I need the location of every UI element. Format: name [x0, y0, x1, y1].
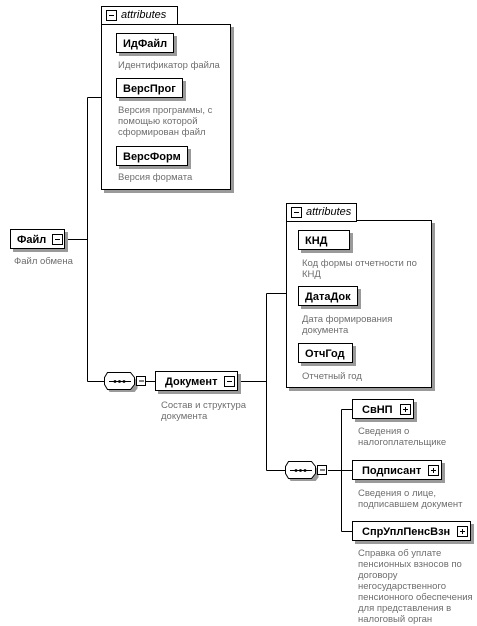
root-element-description: Файл обмена: [14, 256, 73, 267]
attribute-datadok-description: Дата формирования документа: [302, 314, 393, 336]
sequence-compositor-icon[interactable]: [285, 461, 329, 481]
element-svnp-description: Сведения о налогоплательщике: [358, 426, 447, 448]
collapse-icon[interactable]: [106, 10, 117, 21]
attribute-versprog-description: Версия программы, с помощью которой сфор…: [118, 105, 213, 138]
attribute-datadok[interactable]: ДатаДок: [298, 286, 358, 306]
collapse-icon[interactable]: [52, 234, 64, 245]
document-attributes-label[interactable]: attributes: [286, 203, 357, 222]
element-podpisant-description: Сведения о лице, подписавшем документ: [358, 488, 463, 510]
expand-icon[interactable]: [457, 526, 469, 537]
element-sprupl[interactable]: СпрУплПенсВзн: [352, 521, 472, 541]
attribute-idfile-description: Идентификатор файла: [118, 60, 220, 71]
attribute-idfile[interactable]: ИдФайл: [116, 33, 175, 53]
root-element-file[interactable]: Файл: [10, 229, 66, 249]
attribute-versprog[interactable]: ВерсПрог: [116, 78, 183, 98]
element-document[interactable]: Документ: [155, 371, 239, 391]
element-sprupl-description: Справка об уплате пенсионных взносов по …: [358, 548, 473, 625]
attribute-versform[interactable]: ВерсФорм: [116, 146, 188, 166]
element-podpisant[interactable]: Подписант: [352, 460, 443, 480]
element-svnp[interactable]: СвНП: [352, 399, 414, 419]
root-attributes-label[interactable]: attributes: [101, 6, 178, 25]
collapse-icon[interactable]: [291, 207, 302, 218]
attribute-versform-description: Версия формата: [118, 172, 193, 183]
expand-icon[interactable]: [399, 404, 411, 415]
attribute-knd-description: Код формы отчетности по КНД: [302, 258, 417, 280]
expand-icon[interactable]: [428, 465, 440, 476]
collapse-icon[interactable]: [224, 376, 236, 387]
sequence-compositor-icon[interactable]: [104, 372, 148, 392]
attribute-otchgod[interactable]: ОтчГод: [298, 343, 353, 363]
element-document-description: Состав и структура документа: [161, 400, 247, 422]
attribute-otchgod-description: Отчетный год: [302, 371, 362, 382]
attribute-knd[interactable]: КНД: [298, 230, 350, 250]
